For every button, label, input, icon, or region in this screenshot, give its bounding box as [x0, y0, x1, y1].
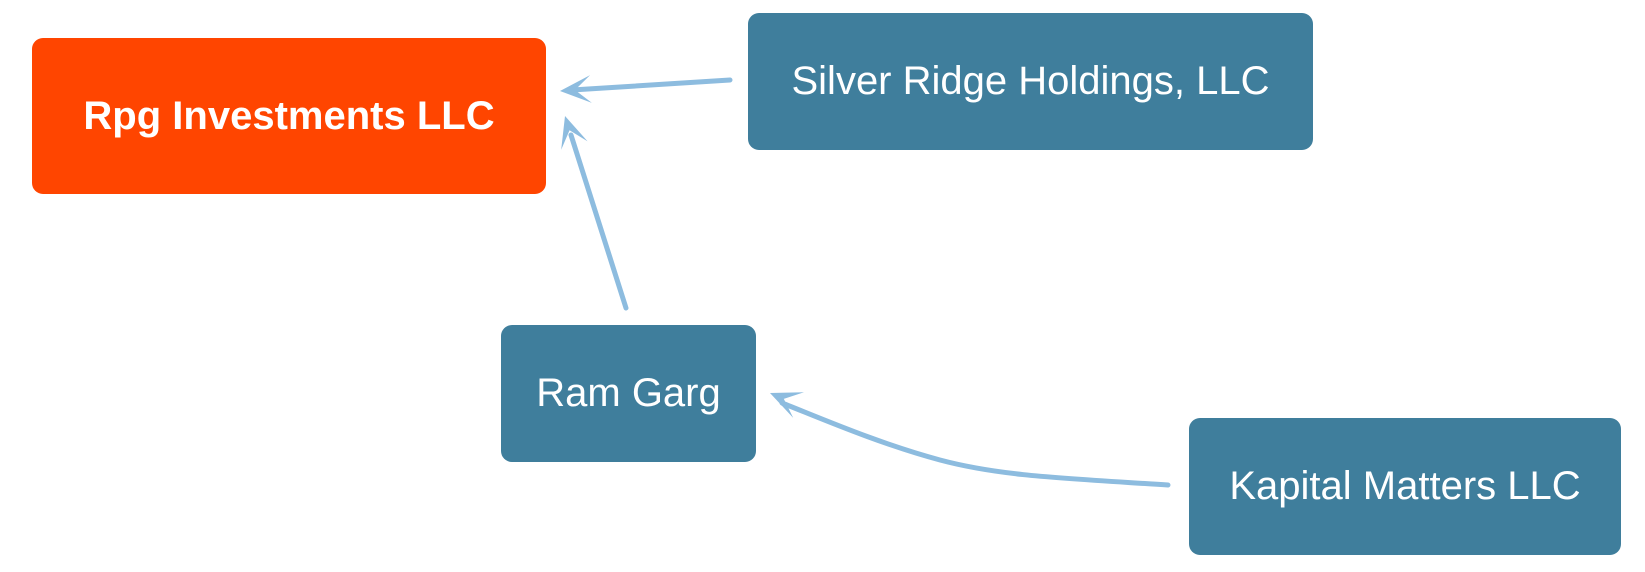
node-label: Kapital Matters LLC [1229, 464, 1581, 508]
edge-silver-to-rpg-arrowhead [560, 75, 592, 103]
edge-kapital-to-ram [779, 400, 1171, 488]
edge-kapital-to-ram-arrowhead [770, 392, 804, 418]
edge-silver-to-rpg [569, 77, 733, 93]
node-label: Silver Ridge Holdings, LLC [791, 59, 1270, 103]
edge-ram-to-rpg-arrowhead [561, 116, 588, 150]
node-rpg-investments[interactable]: Rpg Investments LLC [32, 38, 546, 194]
edge-group [560, 75, 1171, 488]
node-kapital-matters[interactable]: Kapital Matters LLC [1189, 418, 1621, 555]
node-label: Rpg Investments LLC [83, 93, 495, 138]
node-ram-garg[interactable]: Ram Garg [501, 325, 756, 462]
edge-ram-to-rpg [568, 132, 629, 311]
node-label: Ram Garg [536, 371, 721, 415]
node-silver-ridge-holdings[interactable]: Silver Ridge Holdings, LLC [748, 13, 1313, 150]
